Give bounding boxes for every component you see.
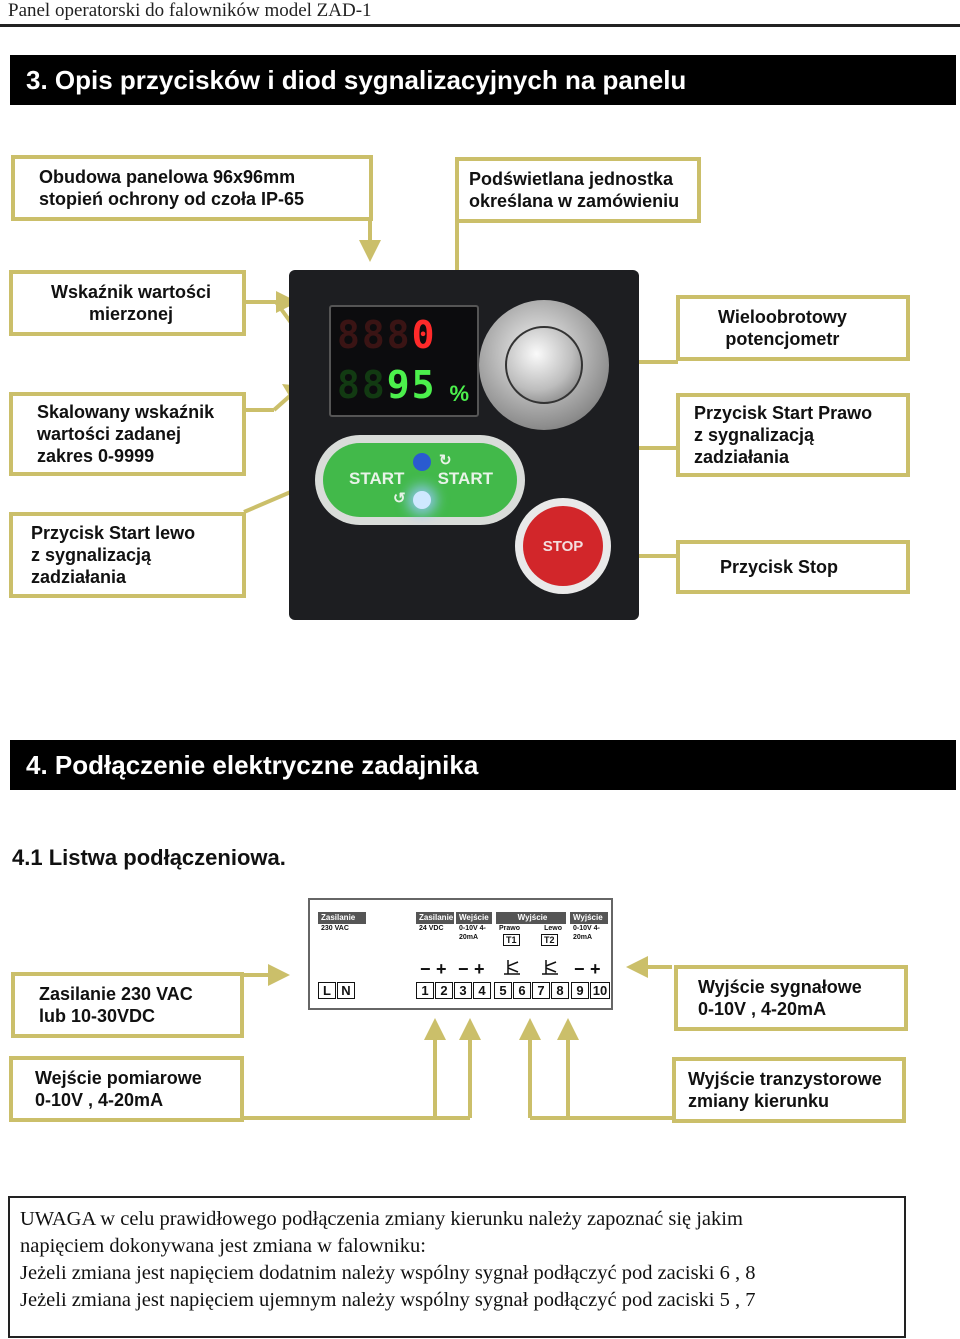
- terminal-5: 5: [494, 982, 512, 999]
- start-right-led: [413, 453, 431, 471]
- note-line: Jeżeli zmiana jest napięciem dodatnim na…: [20, 1262, 756, 1284]
- start-buttons: START START ↻ ↺: [315, 435, 525, 525]
- stop-button-label: STOP: [523, 506, 603, 586]
- subsection-title: 4.1 Listwa podłączeniowa.: [12, 845, 286, 870]
- terminal-8: 8: [551, 982, 569, 999]
- group-supply-24: Zasilanie 24 VDC: [416, 912, 454, 933]
- terminal-3: 3: [454, 982, 472, 999]
- note-line: Jeżeli zmiana jest napięciem ujemnym nal…: [20, 1289, 756, 1311]
- transistor-t2-icon: [542, 960, 558, 975]
- terminal-9: 9: [571, 982, 589, 999]
- group-supply-230: Zasilanie 230 VAC: [318, 912, 366, 933]
- terminal-4: 4: [473, 982, 491, 999]
- terminal-strip: Zasilanie 230 VAC Zasilanie 24 VDC Wejśc…: [308, 898, 613, 1010]
- operator-panel-photo: 8880 8895 % START START ↻ ↺ STOP: [289, 270, 639, 620]
- start-left-led: [413, 491, 431, 509]
- terminal-1: 1: [416, 982, 434, 999]
- potentiometer-knob: [479, 300, 609, 430]
- transistor-t1-icon: [504, 960, 520, 975]
- section-4-title: 4. Podłączenie elektryczne zadajnika: [10, 740, 956, 790]
- polarity-minus-9: −: [574, 959, 585, 979]
- terminal-n: N: [337, 982, 355, 999]
- note-line: napięciem dokonywana jest zmiana w falow…: [20, 1235, 426, 1257]
- polarity-minus-1: −: [420, 959, 431, 979]
- callout-stop: Przycisk Stop: [676, 540, 910, 594]
- page-header-title: Panel operatorski do falowników model ZA…: [8, 0, 372, 21]
- group-input: Wejście 0-10V 4-20mA: [456, 912, 492, 942]
- terminal-10: 10: [590, 982, 610, 999]
- rotate-cw-icon: ↻: [439, 452, 452, 469]
- note-line: UWAGA w celu prawidłowego podłączenia zm…: [20, 1208, 743, 1230]
- terminal-2: 2: [435, 982, 453, 999]
- measured-value-display: 8880: [337, 313, 437, 357]
- polarity-minus-3: −: [458, 959, 469, 979]
- rotate-ccw-icon: ↺: [393, 490, 406, 507]
- terminal-6: 6: [513, 982, 531, 999]
- knob-cap: [505, 326, 583, 404]
- polarity-plus-2: +: [436, 959, 447, 979]
- terminal-7: 7: [532, 982, 550, 999]
- warning-note: UWAGA w celu prawidłowego podłączenia zm…: [8, 1196, 906, 1338]
- group-transistor-output: Wyjście Prawo Lewo: [496, 912, 566, 933]
- header-rule: [0, 24, 960, 27]
- start-right-label: START: [437, 469, 493, 488]
- polarity-plus-10: +: [590, 959, 601, 979]
- transistor-t1-label: T1: [503, 934, 520, 946]
- terminal-l: L: [318, 982, 336, 999]
- transistor-t2-label: T2: [541, 934, 558, 946]
- group-signal-output: Wyjście 0-10V 4-20mA: [570, 912, 608, 942]
- setpoint-display: 8895: [337, 363, 437, 407]
- start-left-label: START: [349, 469, 405, 488]
- section-3-title: 3. Opis przycisków i diod sygnalizacyjny…: [10, 55, 956, 105]
- polarity-plus-4: +: [474, 959, 485, 979]
- led-display: 8880 8895 %: [329, 305, 479, 417]
- stop-button: STOP: [515, 498, 611, 594]
- percent-unit: %: [449, 381, 469, 406]
